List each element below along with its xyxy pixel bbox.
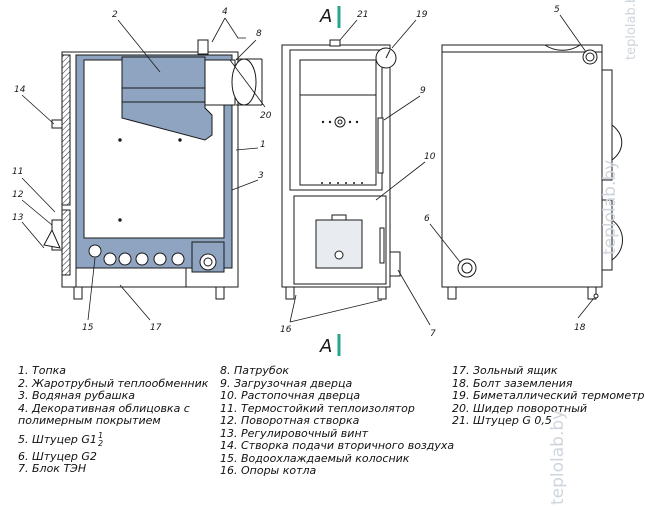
callout-15: 15: [82, 323, 94, 333]
insulation-strip-low: [61, 209, 71, 276]
section-mark: A A: [319, 6, 341, 357]
section-view: [43, 39, 263, 300]
fraction-denominator: 2: [97, 438, 104, 448]
boiler-leg: [447, 286, 457, 300]
legend-item: 6. Штуцер G2: [18, 449, 97, 463]
legend-item: 14. Створка подачи вторичного воздуха: [220, 439, 455, 452]
heater-flange: [199, 253, 217, 271]
watermark: teplolab.by: [600, 159, 620, 255]
callout-8: 8: [256, 29, 262, 39]
boiler-technical-drawing: A A 2 4 8 20 1 3 14 11 12: [12, 5, 623, 357]
legend-item: 16. Опоры котла: [220, 464, 317, 477]
legend-item: 18. Болт заземления: [452, 376, 573, 390]
callout-20: 20: [260, 111, 272, 121]
callout-9: 9: [420, 86, 426, 96]
section-letter-bottom: A: [319, 336, 332, 357]
callout-11: 11: [12, 167, 23, 177]
legend-item: 11. Термостойкий теплоизолятор: [220, 401, 415, 415]
legend-item: 4. Декоративная облицовка с: [18, 401, 190, 415]
legend-column-1: 1. Топка 2. Жаротрубный теплообменник 3.…: [18, 364, 209, 476]
watermark: teplolab.by: [548, 409, 568, 505]
legend-item: 7. Блок ТЭН: [18, 462, 87, 475]
legend-item: 13. Регулировочный винт: [220, 426, 369, 440]
callout-17: 17: [150, 323, 162, 333]
callout-4: 4: [222, 7, 228, 17]
legend-item: 10. Растопочная дверца: [220, 389, 361, 402]
callout-18: 18: [574, 323, 586, 333]
callout-12: 12: [12, 190, 24, 200]
side-casing: [441, 44, 603, 288]
callout-19: 19: [416, 10, 428, 20]
grate-tubes: [88, 244, 185, 266]
legend-item: 21. Штуцер G 0,5: [452, 414, 552, 427]
boiler-leg: [285, 286, 295, 300]
legend-item: 19. Биметаллический термометр: [452, 389, 645, 402]
callout-21: 21: [357, 10, 368, 20]
callout-16: 16: [280, 325, 292, 335]
callout-1: 1: [260, 140, 266, 150]
legend-item: 9. Загрузочная дверца: [220, 376, 353, 390]
callout-7: 7: [430, 329, 436, 339]
callout-5: 5: [554, 5, 560, 15]
callout-6: 6: [424, 214, 430, 224]
legend-item: 3. Водяная рубашка: [18, 389, 136, 402]
boiler-leg: [377, 286, 387, 300]
legend-item: 20. Шидер поворотный: [452, 401, 588, 415]
side-view: [441, 44, 623, 300]
legend-item: 8. Патрубок: [220, 364, 290, 377]
watermark: teplolab.by: [624, 0, 639, 60]
legend-column-3: 17. Зольный ящик 18. Болт заземления 19.…: [452, 364, 645, 428]
boiler-leg: [73, 286, 83, 300]
flue-pipe: [204, 59, 236, 106]
ash-box: [75, 267, 187, 288]
front-view: [281, 39, 401, 300]
legend-item: 1. Топка: [18, 364, 67, 377]
boiler-leg: [215, 286, 225, 300]
boiler-leg: [587, 286, 597, 300]
legend-item-5-text: 5. Штуцер G1: [18, 432, 97, 446]
callout-3: 3: [258, 171, 264, 181]
legend-item: 17. Зольный ящик: [452, 364, 558, 377]
legend-item: 15. Водоохлаждаемый колосник: [220, 451, 410, 465]
leader-lines: [21, 14, 595, 326]
callout-10: 10: [424, 152, 436, 162]
legend-item: 12. Поворотная створка: [220, 414, 360, 427]
flue-collar: [231, 58, 257, 106]
legend-item: полимерным покрытием: [18, 414, 161, 427]
callout-14: 14: [14, 85, 26, 95]
insulation-strip: [61, 54, 71, 206]
fraction-numerator: 1: [97, 430, 104, 440]
callout-13: 13: [12, 213, 24, 223]
callout-2: 2: [112, 10, 118, 20]
section-letter-top: A: [319, 6, 332, 27]
legend-item: 2. Жаротрубный теплообменник: [18, 376, 209, 390]
legend-column-2: 8. Патрубок 9. Загрузочная дверца 10. Ра…: [220, 364, 455, 478]
